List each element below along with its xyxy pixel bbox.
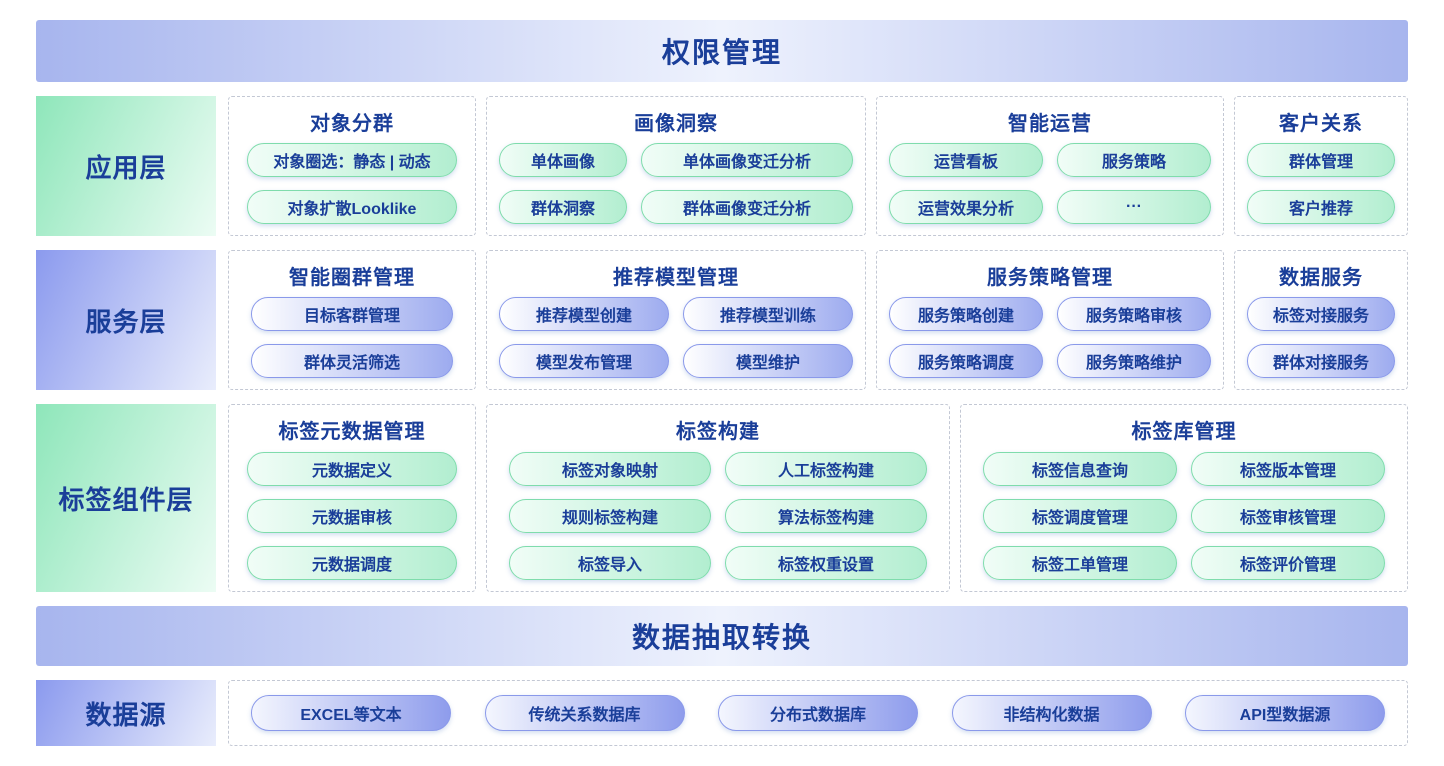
pill-item: 人工标签构建 [725,451,927,486]
pill-item: 标签版本管理 [1191,451,1385,486]
section-title: 服务策略管理 [987,267,1113,289]
section-tag-library-management: 标签库管理 标签信息查询 标签版本管理 标签调度管理 标签审核管理 标签工单管理… [960,404,1408,592]
pill-item: 非结构化数据 [951,695,1152,731]
pill-item: 单体画像 [499,143,627,177]
pill-item: 标签信息查询 [983,451,1177,486]
pill-item: 标签权重设置 [725,545,927,580]
pill-item: 客户推荐 [1247,190,1395,224]
section-title: 对象分群 [310,113,394,135]
pill-item: 标签对象映射 [509,451,711,486]
pill-item: 模型发布管理 [499,344,669,378]
section-title: 智能圈群管理 [289,267,415,289]
pill-item: 标签评价管理 [1191,545,1385,580]
section-smart-group-management: 智能圈群管理 目标客群管理 群体灵活筛选 [228,250,476,390]
pill-item: 标签工单管理 [983,545,1177,580]
pill-item: 分布式数据库 [718,695,918,731]
section-object-segmentation: 对象分群 对象圈选：静态 | 动态 对象扩散Looklike [228,96,476,236]
pill-item: 群体画像变迁分析 [641,190,853,224]
pill-item: 运营效果分析 [889,190,1043,224]
layer-label-tag-component: 标签组件层 [36,404,216,592]
pill-item: ··· [1057,190,1211,224]
pill-item: 元数据审核 [247,498,457,533]
pill-item: 传统关系数据库 [484,695,685,731]
row-application-layer: 应用层 对象分群 对象圈选：静态 | 动态 对象扩散Looklike 画像洞察 … [36,96,1408,236]
section-customer-relationship: 客户关系 群体管理 客户推荐 [1234,96,1408,236]
pill-item: 群体管理 [1247,143,1395,177]
pill-item: 标签导入 [509,545,711,580]
pill-item: 模型维护 [683,344,853,378]
section-data-service: 数据服务 标签对接服务 群体对接服务 [1234,250,1408,390]
section-title: 推荐模型管理 [613,267,739,289]
pill-item: 标签调度管理 [983,498,1177,533]
row-tag-component-layer: 标签组件层 标签元数据管理 元数据定义 元数据审核 元数据调度 标签构建 标签对… [36,404,1408,592]
pill-item: 对象圈选：静态 | 动态 [247,143,457,177]
pill-item: 运营看板 [889,143,1043,177]
layer-label-service: 服务层 [36,250,216,390]
section-profile-insight: 画像洞察 单体画像 单体画像变迁分析 群体洞察 群体画像变迁分析 [486,96,866,236]
pill-item: 群体洞察 [499,190,627,224]
pill-item: 服务策略创建 [889,297,1043,331]
pill-item: API型数据源 [1185,695,1385,731]
pill-item: 群体对接服务 [1247,344,1395,378]
pill-item: 服务策略维护 [1057,344,1211,378]
row-data-source-layer: 数据源 EXCEL等文本 传统关系数据库 分布式数据库 非结构化数据 API型数… [36,680,1408,746]
pill-item: 元数据调度 [247,545,457,580]
section-title: 客户关系 [1279,113,1363,135]
pill-item: 标签审核管理 [1191,498,1385,533]
layer-label-application: 应用层 [36,96,216,236]
section-title: 标签库管理 [1131,421,1237,443]
pill-item: 服务策略 [1057,143,1211,177]
section-service-strategy-management: 服务策略管理 服务策略创建 服务策略审核 服务策略调度 服务策略维护 [876,250,1224,390]
layer-label-data-source: 数据源 [36,680,216,746]
section-title: 智能运营 [1008,113,1092,135]
pill-item: 目标客群管理 [251,297,453,331]
banner-data-etl: 数据抽取转换 [36,606,1408,666]
pill-item: 单体画像变迁分析 [641,143,853,177]
pill-item: EXCEL等文本 [251,695,451,731]
pill-item: 标签对接服务 [1247,297,1395,331]
section-recommendation-model-management: 推荐模型管理 推荐模型创建 推荐模型训练 模型发布管理 模型维护 [486,250,866,390]
pill-item: 群体灵活筛选 [251,344,453,378]
section-title: 标签元数据管理 [278,421,426,443]
pill-item: 服务策略审核 [1057,297,1211,331]
row-service-layer: 服务层 智能圈群管理 目标客群管理 群体灵活筛选 推荐模型管理 推荐模型创建 推… [36,250,1408,390]
section-tag-metadata-management: 标签元数据管理 元数据定义 元数据审核 元数据调度 [228,404,476,592]
pill-item: 元数据定义 [247,451,457,486]
pill-item: 推荐模型训练 [683,297,853,331]
pill-item: 对象扩散Looklike [247,190,457,224]
pill-item: 规则标签构建 [509,498,711,533]
section-title: 标签构建 [676,421,760,443]
section-data-sources: EXCEL等文本 传统关系数据库 分布式数据库 非结构化数据 API型数据源 [228,680,1408,746]
section-intelligent-operation: 智能运营 运营看板 服务策略 运营效果分析 ··· [876,96,1224,236]
section-title: 画像洞察 [634,113,718,135]
pill-item: 服务策略调度 [889,344,1043,378]
pill-item: 推荐模型创建 [499,297,669,331]
pill-item: 算法标签构建 [725,498,927,533]
section-tag-construction: 标签构建 标签对象映射 人工标签构建 规则标签构建 算法标签构建 标签导入 标签… [486,404,950,592]
banner-permission-management: 权限管理 [36,20,1408,82]
section-title: 数据服务 [1279,267,1363,289]
